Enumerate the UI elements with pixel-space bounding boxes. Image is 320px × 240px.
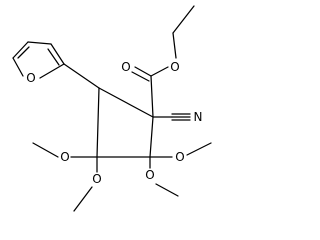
bond-ring-right xyxy=(149,116,154,158)
furan-ring xyxy=(12,41,65,79)
bond-furan-c5-o xyxy=(39,63,65,79)
carbonyl-oxygen-label: O xyxy=(121,60,130,74)
ester-oxygen-label: O xyxy=(170,60,179,74)
bond-ester-o-ch2 xyxy=(172,32,177,59)
bond-furan-c3-c4 xyxy=(27,41,52,45)
methoxy-left-lower-oxygen-label: O xyxy=(92,172,101,186)
structure-svg: O O O N O O O O xyxy=(12,5,212,212)
bond-furan-c2-c3-double xyxy=(17,46,30,59)
bond-furan-to-ring xyxy=(63,63,100,89)
bond-furan-c4-c5 xyxy=(50,43,65,65)
bond-furan-o-c2 xyxy=(12,57,24,77)
bond-methoxy-right-upper-methyl xyxy=(186,142,212,156)
bond-ch2-ch3 xyxy=(172,5,195,34)
furan-oxygen-label: O xyxy=(26,71,35,85)
bond-ring-to-carbonyl xyxy=(150,75,154,118)
nitrile-nitrogen-label: N xyxy=(194,110,203,124)
methoxy-left-upper-oxygen-label: O xyxy=(60,150,69,164)
bond-ring-top xyxy=(98,87,154,118)
bond-carbonyl-double-b xyxy=(131,71,150,82)
bond-methoxy-left-lower-methyl xyxy=(73,186,93,212)
bond-furan-c4-c5-double xyxy=(47,48,60,66)
bond-carbonyl-to-ester-o xyxy=(150,66,169,77)
bond-furan-c2-c3 xyxy=(12,41,29,59)
cyclobutane-ring xyxy=(96,87,154,158)
bond-ring-left xyxy=(96,87,100,158)
bond-methoxy-right-lower-methyl xyxy=(155,183,179,197)
molecule-diagram: O O O N O O O O xyxy=(12,5,212,212)
bond-carbonyl-double-a xyxy=(134,66,152,77)
methoxy-right-lower-oxygen-label: O xyxy=(145,168,154,182)
methoxy-right-upper-oxygen-label: O xyxy=(175,150,184,164)
bond-methoxy-left-upper-methyl xyxy=(32,142,59,158)
